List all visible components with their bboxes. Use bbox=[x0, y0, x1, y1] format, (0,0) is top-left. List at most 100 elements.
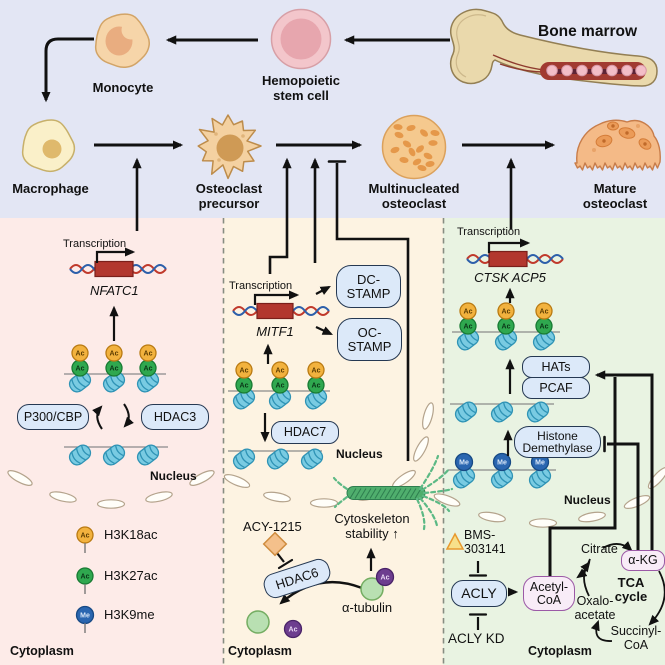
acy-1215-inhibitor-icon bbox=[262, 531, 288, 557]
tbar-acy-inhibition bbox=[277, 558, 294, 570]
mature-osteoclast-label: Mature osteoclast bbox=[582, 181, 648, 212]
monocyte-label: Monocyte bbox=[92, 80, 154, 95]
monocyte-cell bbox=[94, 13, 150, 69]
svg-text:Ac: Ac bbox=[289, 626, 298, 633]
svg-text:Ac: Ac bbox=[144, 365, 153, 372]
mature-osteoclast-cell bbox=[574, 119, 661, 171]
svg-text:Ac: Ac bbox=[240, 367, 249, 374]
svg-text:Ac: Ac bbox=[502, 323, 511, 330]
arrow-monocyte-to-macrophage bbox=[41, 37, 94, 103]
succinyl-coa-label: Succinyl-CoA bbox=[610, 624, 662, 652]
nucleosome-row bbox=[450, 398, 554, 426]
bms-303141-inhibitor-icon bbox=[445, 532, 465, 550]
cytoplasm-label-middle: Cytoplasm bbox=[228, 644, 292, 658]
nucleosome bbox=[264, 445, 292, 473]
svg-text:Ac: Ac bbox=[276, 367, 285, 374]
transcription-label-left: Transcription bbox=[63, 238, 127, 250]
svg-text:Ac: Ac bbox=[381, 574, 390, 581]
acetyl-mark: Ac bbox=[105, 344, 123, 362]
citrate-label: Citrate bbox=[581, 542, 618, 556]
legend-h3k27ac-label: H3K27ac bbox=[104, 568, 158, 583]
transcription-arrow-right bbox=[487, 238, 531, 253]
svg-text:Ac: Ac bbox=[312, 367, 321, 374]
transcription-arrow-middle bbox=[253, 290, 300, 305]
svg-text:Ac: Ac bbox=[110, 350, 119, 357]
hats-box: HATs bbox=[522, 356, 590, 378]
microtubule-filament bbox=[415, 497, 426, 531]
acetyl-mark: Ac bbox=[71, 359, 89, 377]
line-acetylcoa-to-nucleus bbox=[548, 377, 617, 576]
acetyl-mark: Ac bbox=[375, 567, 395, 587]
oc-stamp-box: OC-STAMP bbox=[337, 318, 402, 361]
acetyl-mark: Ac bbox=[307, 361, 325, 379]
alpha-tubulin-acetylated bbox=[360, 577, 384, 601]
acly-box: ACLY bbox=[451, 580, 507, 607]
hemopoietic-stem-cell bbox=[270, 8, 332, 70]
svg-text:Ac: Ac bbox=[276, 382, 285, 389]
line-cytoskeleton-feedback bbox=[335, 163, 410, 461]
acetyl-mark: Ac bbox=[139, 359, 157, 377]
osteoclast-precursor-label: Osteoclast precursor bbox=[195, 181, 263, 212]
alpha-kg-box: α-KG bbox=[621, 550, 665, 571]
nucleosome bbox=[66, 441, 94, 469]
svg-text:Ac: Ac bbox=[464, 323, 473, 330]
svg-text:Ac: Ac bbox=[144, 350, 153, 357]
svg-text:Ac: Ac bbox=[76, 365, 85, 372]
svg-text:Ac: Ac bbox=[502, 308, 511, 315]
acetyl-mark: Ac bbox=[139, 344, 157, 362]
svg-text:Ac: Ac bbox=[312, 382, 321, 389]
legend-h3k9me-label: H3K9me bbox=[104, 607, 155, 622]
arrow-succinylcoa-to-oxaloacetate bbox=[590, 619, 613, 642]
nucleosome-row: Me Me Me bbox=[448, 452, 556, 492]
cytoplasm-label-right: Cytoplasm bbox=[528, 644, 592, 658]
nucleosome-row bbox=[64, 441, 168, 469]
arrow-citrate-to-akg bbox=[602, 541, 633, 552]
svg-text:Me: Me bbox=[535, 459, 545, 466]
microtubule-hatch bbox=[394, 488, 402, 499]
hdac3-box: HDAC3 bbox=[141, 404, 209, 430]
microtubule-hatch bbox=[349, 488, 357, 499]
nucleus-label-middle: Nucleus bbox=[336, 447, 383, 461]
acetyl-mark: Ac bbox=[76, 567, 94, 585]
microtubule-hatch bbox=[379, 488, 387, 499]
arrow-mitf1-to-ocstamp bbox=[315, 326, 333, 335]
acetyl-mark: Ac bbox=[307, 376, 325, 394]
svg-text:Ac: Ac bbox=[110, 365, 119, 372]
nucleosome bbox=[452, 398, 480, 426]
transcription-label-right: Transcription bbox=[457, 226, 521, 238]
acetyl-mark: Ac bbox=[459, 302, 477, 320]
nucleus-label-left: Nucleus bbox=[150, 469, 197, 483]
svg-text:Ac: Ac bbox=[540, 323, 549, 330]
acy-1215-label: ACY-1215 bbox=[243, 519, 302, 534]
svg-text:Ac: Ac bbox=[464, 308, 473, 315]
acetyl-mark: Ac bbox=[76, 526, 94, 544]
pcaf-box: PCAF bbox=[522, 377, 590, 399]
arrow-citrate-to-acetylcoa bbox=[576, 558, 591, 579]
osteoclast-precursor-cell bbox=[197, 114, 262, 180]
acetyl-mark: Ac bbox=[497, 317, 515, 335]
acetyl-mark: Ac bbox=[535, 302, 553, 320]
arrow-akg-to-succinylcoa bbox=[648, 570, 665, 626]
line-akg-to-demethylase bbox=[607, 442, 640, 551]
svg-text:Ac: Ac bbox=[76, 350, 85, 357]
line-akg-to-hats bbox=[594, 370, 654, 551]
nfatc1-gene-label: NFATC1 bbox=[90, 283, 139, 298]
acetyl-mark: Ac bbox=[497, 302, 515, 320]
microtubule-hatch bbox=[404, 488, 412, 499]
arrow-mitf1-to-dcstamp bbox=[315, 285, 331, 295]
panel-acetylation-left bbox=[0, 218, 223, 665]
bone-illustration bbox=[449, 8, 658, 87]
alpha-tubulin-label: α-tubulin bbox=[342, 600, 393, 615]
methyl-mark: Me bbox=[454, 452, 474, 472]
microtubule-filament bbox=[333, 495, 349, 509]
microtubule-hatch bbox=[359, 488, 367, 499]
gene-box bbox=[256, 302, 294, 320]
svg-text:Me: Me bbox=[497, 459, 507, 466]
microtubule-filament bbox=[421, 494, 451, 513]
microtubule-hatch bbox=[354, 488, 362, 499]
nucleosome bbox=[134, 441, 162, 469]
microtubule-filament bbox=[332, 476, 349, 491]
gene-box bbox=[488, 250, 528, 268]
